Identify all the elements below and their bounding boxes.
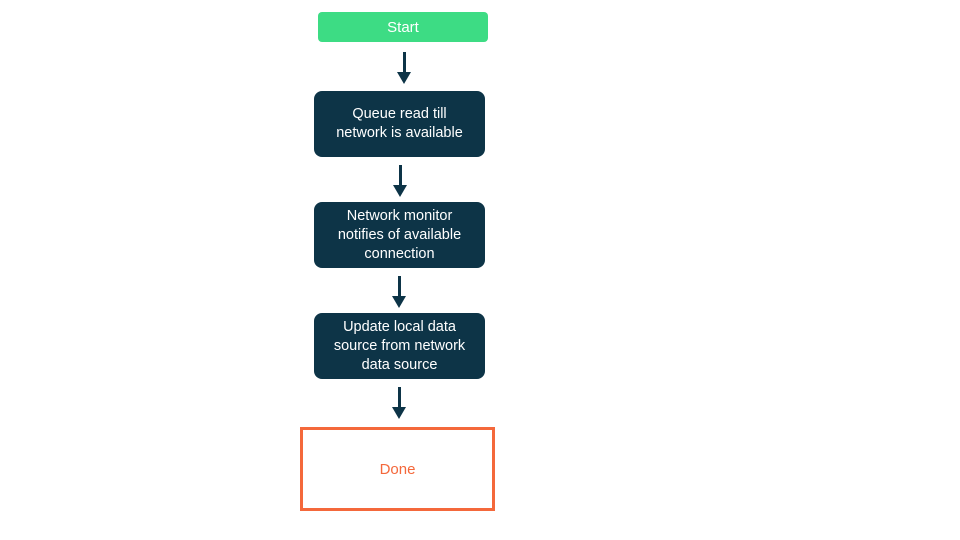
flow-node-queue-read-line: Queue read till — [352, 106, 447, 122]
flow-node-update-local-line: Update local data — [343, 318, 456, 335]
arrow-stem — [398, 165, 402, 185]
arrow-down-icon — [392, 407, 406, 419]
flow-node-start-label: Start — [387, 18, 419, 36]
flow-node-update-local: Update local data source from network da… — [314, 313, 485, 379]
arrow-down-icon — [393, 185, 407, 197]
flow-node-done-label: Done — [379, 460, 416, 478]
flow-node-network-monitor-line: notifies of available — [337, 226, 462, 243]
flow-node-update-local-line: data source — [361, 356, 438, 373]
arrow-down-icon — [397, 72, 411, 84]
flow-node-queue-read: Queue read till network is available — [314, 91, 485, 157]
flow-node-start: Start — [318, 12, 488, 42]
arrow-stem — [402, 52, 406, 72]
flow-node-network-monitor-line: connection — [364, 245, 435, 262]
flow-node-network-monitor: Network monitor notifies of available co… — [314, 202, 485, 268]
flow-arrow-update-to-done — [392, 387, 406, 419]
flow-arrow-monitor-to-update — [392, 276, 406, 308]
arrow-stem — [397, 276, 401, 296]
arrow-stem — [397, 387, 401, 407]
flow-node-queue-read-line: network is available — [336, 125, 463, 141]
arrow-down-icon — [392, 296, 406, 308]
flow-arrow-start-to-queue — [397, 52, 411, 84]
flow-arrow-queue-to-monitor — [393, 165, 407, 197]
flow-node-done: Done — [300, 427, 495, 511]
flow-node-update-local-line: source from network — [333, 337, 466, 354]
flow-node-network-monitor-line: Network monitor — [346, 207, 453, 224]
